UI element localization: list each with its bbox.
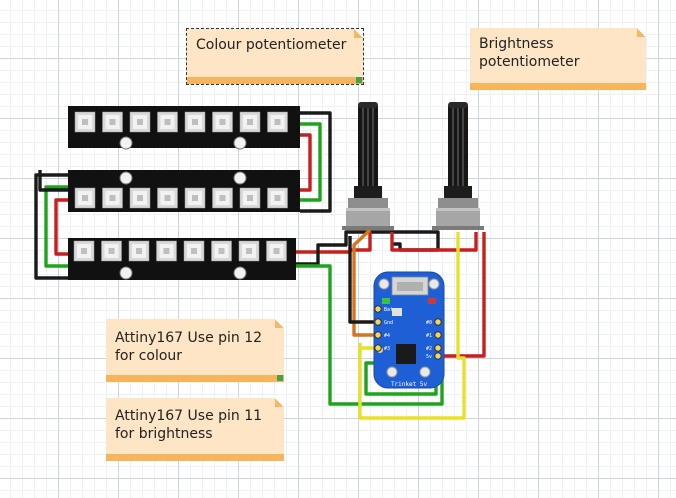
board-pin: [374, 344, 382, 352]
note-text: Attiny167 Use pin 12 for colour: [115, 330, 263, 364]
board-pin-label: 5v: [426, 354, 432, 360]
led-pixel: [184, 111, 206, 133]
mounting-hole: [233, 136, 247, 150]
note-fold: [275, 398, 284, 407]
wire-black: [348, 236, 378, 324]
wire-green: [44, 185, 68, 268]
wire-red: [434, 232, 486, 358]
led-pixel: [212, 187, 233, 209]
board-pin-label: #0: [426, 320, 432, 326]
led-pixel: [184, 187, 206, 209]
led-pixel: [129, 187, 151, 209]
note-pin-12[interactable]: Attiny167 Use pin 12 for colour: [106, 319, 284, 382]
wire-red: [300, 133, 312, 192]
led-pixel: [73, 240, 95, 262]
led-pixel: [211, 240, 232, 262]
mounting-hole: [119, 266, 133, 280]
led-pixel: [183, 240, 205, 262]
led-pixel: [157, 187, 178, 209]
wire-orange: [352, 228, 378, 337]
board-pin: [434, 331, 442, 339]
board-pin-label: Bat: [384, 307, 393, 313]
led-pixel: [267, 111, 288, 133]
wire-black: [34, 173, 68, 280]
resize-handle[interactable]: [277, 375, 283, 381]
board-label: Trinket 5v: [391, 381, 428, 388]
mounting-hole: [119, 171, 133, 185]
wire-red: [390, 232, 478, 252]
led-strip-top: [68, 106, 300, 150]
board-pin: [434, 318, 442, 326]
board-pin: [374, 318, 382, 326]
led-strip-bottom: [68, 238, 296, 280]
led-pixel: [74, 187, 96, 209]
note-bar: [106, 375, 284, 382]
led-pixel: [74, 111, 96, 133]
resize-handle[interactable]: [356, 77, 362, 83]
wire-yellow: [358, 232, 466, 420]
colour-potentiometer: [342, 102, 394, 230]
led-pixel: [239, 111, 261, 133]
note-text: Brightness potentiometer: [479, 36, 580, 70]
mounting-hole: [119, 136, 133, 150]
note-text: Attiny167 Use pin 11 for brightness: [115, 408, 263, 442]
wire-green: [300, 122, 322, 202]
wire-black: [300, 111, 332, 213]
note-fold: [637, 28, 646, 37]
note-fold: [275, 319, 284, 328]
note-colour-potentiometer[interactable]: Colour potentiometer: [186, 28, 364, 85]
led-pixel: [266, 240, 287, 262]
led-pixel: [101, 240, 122, 262]
board-pin: [434, 352, 442, 360]
led-strip-middle: [68, 170, 300, 212]
board-pin: [434, 344, 442, 352]
mounting-hole: [233, 171, 247, 185]
led-pixel: [129, 111, 151, 133]
led-pixel: [239, 187, 261, 209]
note-bar: [187, 77, 363, 84]
wire-red: [54, 198, 68, 256]
wire-black: [296, 230, 440, 266]
board-pin-label: #1: [426, 333, 432, 339]
note-text: Colour potentiometer: [196, 37, 347, 53]
note-pin-11[interactable]: Attiny167 Use pin 11 for brightness: [106, 398, 284, 461]
led-pixel: [267, 187, 288, 209]
note-fold: [354, 29, 363, 38]
board-pin-label: #2: [426, 346, 432, 352]
brightness-potentiometer: [432, 102, 484, 230]
led-pixel: [238, 240, 260, 262]
board-pin-label: #4: [384, 333, 390, 339]
led-pixel: [157, 111, 178, 133]
note-bar: [470, 83, 646, 90]
board-pin-label: Gnd: [384, 320, 393, 326]
led-pixel: [212, 111, 233, 133]
board-pin: [374, 305, 382, 313]
led-pixel: [156, 240, 177, 262]
board-pin: [374, 331, 382, 339]
mounting-hole: [233, 266, 247, 280]
board-pin-label: #3: [384, 346, 390, 352]
wire-black: [38, 170, 68, 192]
note-brightness-potentiometer[interactable]: Brightness potentiometer: [470, 28, 646, 90]
led-pixel: [102, 111, 123, 133]
led-pixel: [128, 240, 150, 262]
note-bar: [106, 454, 284, 461]
led-pixel: [102, 187, 123, 209]
